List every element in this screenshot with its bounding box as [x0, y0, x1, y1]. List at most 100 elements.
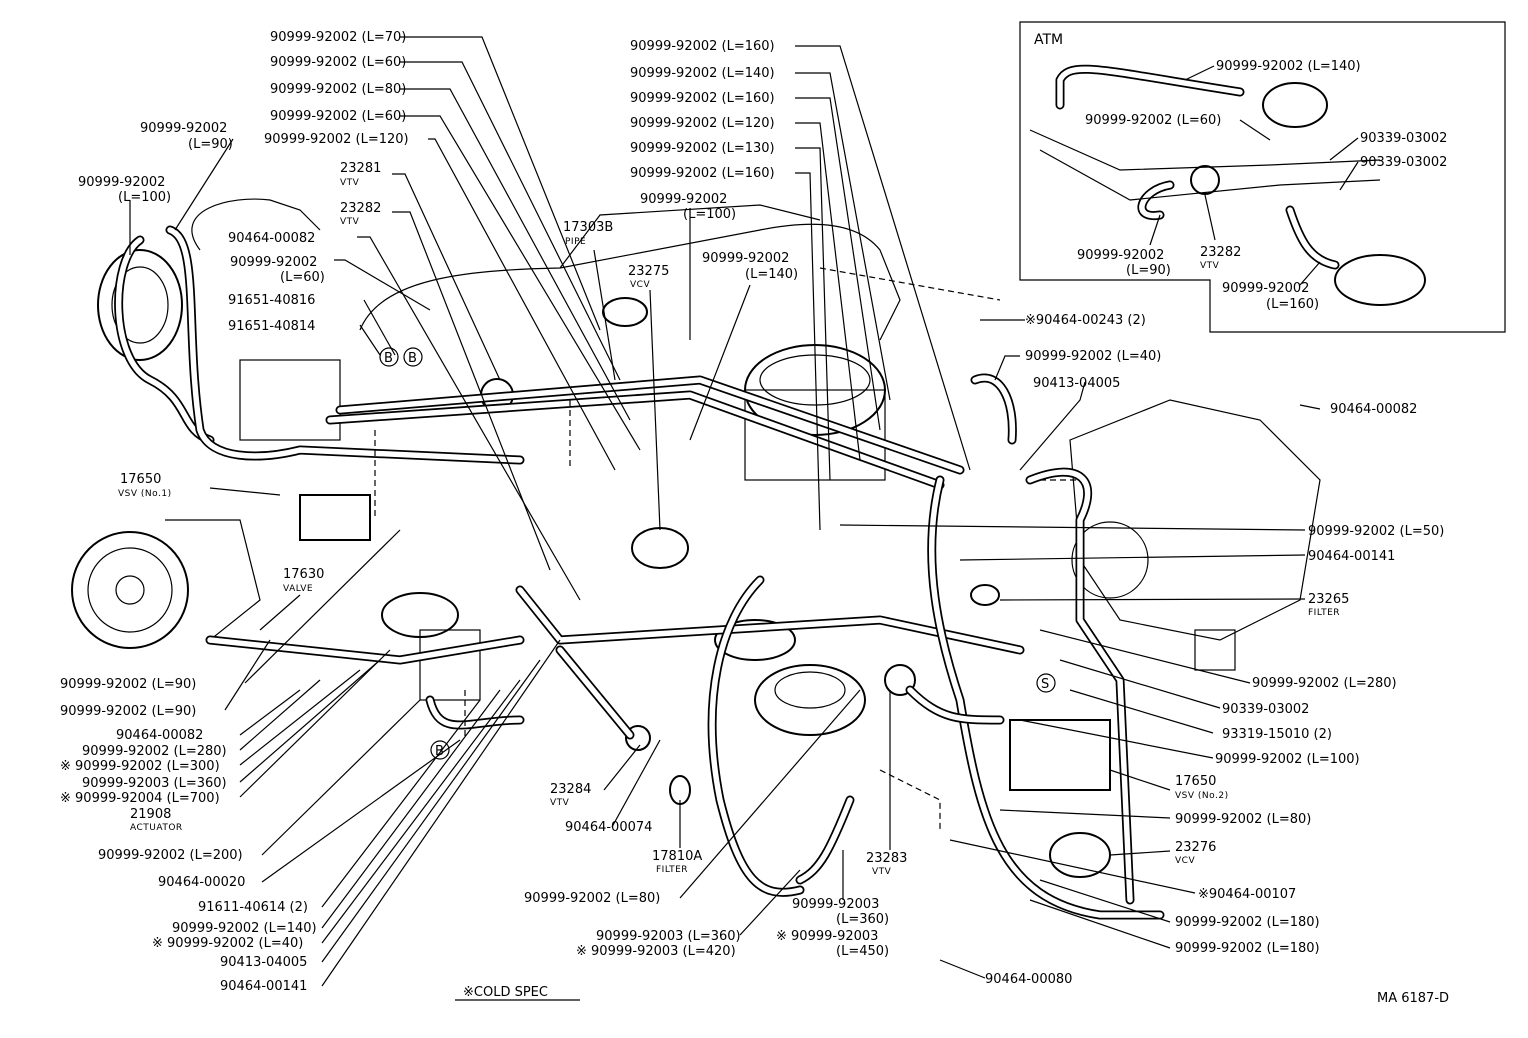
- label-91651-40814: 91651-40814: [228, 319, 315, 334]
- label-hose-l100-sub: (L=100): [118, 190, 171, 205]
- inset-label-vtv-23282-sub: VTV: [1200, 261, 1220, 271]
- label-vtv-23281: 23281: [340, 161, 381, 176]
- inset-label-l60: 90999-92002 (L=60): [1085, 113, 1221, 128]
- label-filter-23265: 23265: [1308, 592, 1349, 607]
- label-hose-l40: 90999-92002 (L=40): [1025, 349, 1161, 364]
- label-actuator-21908-sub: ACTUATOR: [130, 823, 183, 833]
- label-hose-l360-a: 90999-92003 (L=360): [82, 776, 227, 791]
- label-hose-l140-b: 90999-92002: [702, 251, 789, 266]
- label-hose-l100-b-sub: (L=100): [683, 207, 736, 222]
- label-hose-l40-b: ※ 90999-92002 (L=40): [152, 936, 303, 951]
- inset-bottom-diaphragm: [1334, 254, 1426, 306]
- filter-23265: [970, 584, 1000, 606]
- label-actuator-21908: 21908: [130, 807, 171, 822]
- label-vsv-17650-no1-sub: VSV (No.1): [118, 489, 172, 499]
- ref-b2: B: [408, 351, 417, 366]
- inset-label-vtv-23282: 23282: [1200, 245, 1241, 260]
- label-hose-l140-c: 90999-92002 (L=140): [172, 921, 317, 936]
- label-clip-90464-00243: ※90464-00243 (2): [1025, 313, 1146, 328]
- label-clip-90464-00020: 90464-00020: [158, 875, 245, 890]
- label-clip-90464-00082-b: 90464-00082: [1330, 402, 1417, 417]
- label-valve-17630: 17630: [283, 567, 324, 582]
- ref-circle-b2: [403, 347, 423, 367]
- ref-circle-b1: [379, 347, 399, 367]
- label-90413-04005-a: 90413-04005: [1033, 376, 1120, 391]
- label-filter-17810a: 17810A: [652, 849, 702, 864]
- label-vcv-23276-sub: VCV: [1175, 856, 1195, 866]
- label-hose-l80-a: 90999-92002 (L=80): [270, 82, 406, 97]
- label-hose-l200: 90999-92002 (L=200): [98, 848, 243, 863]
- cold-spec-note: ※COLD SPEC: [463, 985, 548, 1000]
- label-hose-l60-b: 90999-92002 (L=60): [270, 109, 406, 124]
- label-hose-l120-a: 90999-92002 (L=120): [264, 132, 409, 147]
- label-vtv-23281-sub: VTV: [340, 178, 360, 188]
- label-91651-40816: 91651-40816: [228, 293, 315, 308]
- ref-circle-s: [1036, 673, 1056, 693]
- engine-artwork: [71, 198, 1321, 878]
- label-vcv-23276: 23276: [1175, 840, 1216, 855]
- label-vcv-23275: 23275: [628, 264, 669, 279]
- pipe-17303b: [602, 297, 648, 327]
- atm-inset: ATM 90999-92002 (L=140) 90999-92002 (L=6…: [1019, 21, 1506, 333]
- ref-b1: B: [384, 351, 393, 366]
- label-vtv-23283-sub: VTV: [872, 867, 892, 877]
- drawing-number: MA 6187-D: [1377, 991, 1449, 1006]
- label-hose-l160-a: 90999-92002 (L=160): [630, 39, 775, 54]
- inset-top-diaphragm: [1262, 82, 1328, 128]
- label-hose-l90-b: 90999-92002 (L=90): [60, 704, 196, 719]
- label-hose-l700: ※ 90999-92004 (L=700): [60, 791, 220, 806]
- label-hose-l360-c: 90999-92003: [792, 897, 879, 912]
- inset-title: ATM: [1034, 32, 1063, 48]
- label-hose-l450: ※ 90999-92003: [776, 929, 878, 944]
- label-vcv-23275-sub: VCV: [630, 280, 650, 290]
- label-valve-17630-sub: VALVE: [283, 584, 313, 594]
- inset-label-l160-sub: (L=160): [1266, 297, 1319, 312]
- label-hose-l140-a: 90999-92002 (L=140): [630, 66, 775, 81]
- ref-b3: B: [435, 744, 444, 759]
- label-hose-l100-c: 90999-92002 (L=100): [1215, 752, 1360, 767]
- label-hose-l80-c: 90999-92002 (L=80): [1175, 812, 1311, 827]
- inset-label-l160: 90999-92002: [1222, 281, 1309, 296]
- pulley: [71, 531, 189, 649]
- reference-markers: B B B S: [379, 347, 1056, 760]
- leader-lines: [129, 36, 1321, 987]
- label-clip-90464-00082-a: 90464-00082: [228, 231, 315, 246]
- label-hose-l160-b: 90999-92002 (L=160): [630, 91, 775, 106]
- label-hose-l50: 90999-92002 (L=50): [1308, 524, 1444, 539]
- label-hose-l420: ※ 90999-92003 (L=420): [576, 944, 736, 959]
- label-hose-l130: 90999-92002 (L=130): [630, 141, 775, 156]
- label-clip-90464-00082-c: 90464-00082: [116, 728, 203, 743]
- label-91611-40614: 91611-40614 (2): [198, 900, 308, 915]
- label-clip-90464-00074: 90464-00074: [565, 820, 652, 835]
- vsv-no1: [299, 494, 371, 541]
- label-hose-l60-c: 90999-92002: [230, 255, 317, 270]
- label-hose-l450-sub: (L=450): [836, 944, 889, 959]
- label-90339-03002: 90339-03002: [1222, 702, 1309, 717]
- label-clip-90464-00107: ※90464-00107: [1198, 887, 1296, 902]
- inset-label-90339-b: 90339-03002: [1360, 155, 1447, 170]
- label-hose-l70: 90999-92002 (L=70): [270, 30, 406, 45]
- inset-vtv: [1190, 165, 1220, 195]
- inset-label-l90-sub: (L=90): [1126, 263, 1171, 278]
- label-93319-15010: 93319-15010 (2): [1222, 727, 1332, 742]
- label-hose-l120-b: 90999-92002 (L=120): [630, 116, 775, 131]
- label-hose-l180-b: 90999-92002 (L=180): [1175, 941, 1320, 956]
- callout-labels: 90999-92002 (L=90) 90999-92002 (L=100) 9…: [60, 30, 1449, 1006]
- vcv-23276: [1049, 832, 1111, 878]
- label-vsv-17650-no1: 17650: [120, 472, 161, 487]
- label-hose-l60-c-sub: (L=60): [280, 270, 325, 285]
- inset-label-l90: 90999-92002: [1077, 248, 1164, 263]
- label-hose-l90-a: 90999-92002 (L=90): [60, 677, 196, 692]
- label-90413-04005-b: 90413-04005: [220, 955, 307, 970]
- label-hose-l80-b: 90999-92002 (L=80): [524, 891, 660, 906]
- label-hose-l180-a: 90999-92002 (L=180): [1175, 915, 1320, 930]
- vcv-23275: [631, 527, 689, 569]
- label-vsv-17650-no2: 17650: [1175, 774, 1216, 789]
- label-vtv-23282: 23282: [340, 201, 381, 216]
- label-vtv-23284: 23284: [550, 782, 591, 797]
- label-hose-l100: 90999-92002: [78, 175, 165, 190]
- label-vsv-17650-no2-sub: VSV (No.2): [1175, 791, 1229, 801]
- egr-valve: [754, 664, 866, 736]
- label-vtv-23284-sub: VTV: [550, 798, 570, 808]
- label-clip-90464-00080: 90464-00080: [985, 972, 1072, 987]
